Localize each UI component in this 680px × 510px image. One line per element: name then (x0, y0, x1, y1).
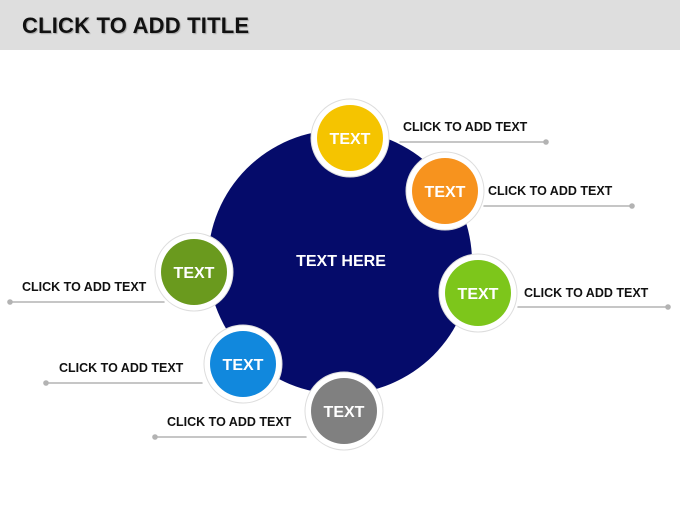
node-yellow-circle (317, 105, 383, 171)
node-blue[interactable]: TEXT (203, 324, 283, 404)
node-gray-circle (311, 378, 377, 444)
node-olive-circle (161, 239, 227, 305)
label-yellow[interactable]: CLICK TO ADD TEXT (403, 120, 528, 134)
connector-dot-orange (629, 203, 635, 209)
connectors (7, 139, 671, 440)
node-olive-text: TEXT (174, 265, 215, 282)
node-orange-circle (412, 158, 478, 224)
label-gray[interactable]: CLICK TO ADD TEXT (167, 415, 292, 429)
connector-dot-gray (152, 434, 158, 440)
node-yellow-text: TEXT (330, 131, 371, 148)
node-gray-text: TEXT (324, 404, 365, 421)
connector-dot-blue (43, 380, 49, 386)
label-olive[interactable]: CLICK TO ADD TEXT (22, 280, 147, 294)
label-blue[interactable]: CLICK TO ADD TEXT (59, 361, 184, 375)
node-blue-text: TEXT (223, 357, 264, 374)
labels: CLICK TO ADD TEXT CLICK TO ADD TEXT CLIC… (22, 120, 649, 429)
node-orange-text: TEXT (425, 184, 466, 201)
label-lime[interactable]: CLICK TO ADD TEXT (524, 286, 649, 300)
connector-dot-olive (7, 299, 13, 305)
title-bar (0, 0, 680, 50)
label-orange[interactable]: CLICK TO ADD TEXT (488, 184, 613, 198)
node-blue-circle (210, 331, 276, 397)
slide-title: CLICK TO ADD TITLE (22, 13, 250, 38)
node-lime-text: TEXT (458, 286, 499, 303)
node-gray[interactable]: TEXT (304, 371, 384, 451)
node-olive[interactable]: TEXT (154, 232, 234, 312)
connector-dot-lime (665, 304, 671, 310)
connector-dot-yellow (543, 139, 549, 145)
node-lime[interactable]: TEXT (438, 253, 518, 333)
node-yellow[interactable]: TEXT (310, 98, 390, 178)
node-lime-circle (445, 260, 511, 326)
node-orange[interactable]: TEXT (405, 151, 485, 231)
center-text: TEXT HERE (296, 253, 386, 270)
